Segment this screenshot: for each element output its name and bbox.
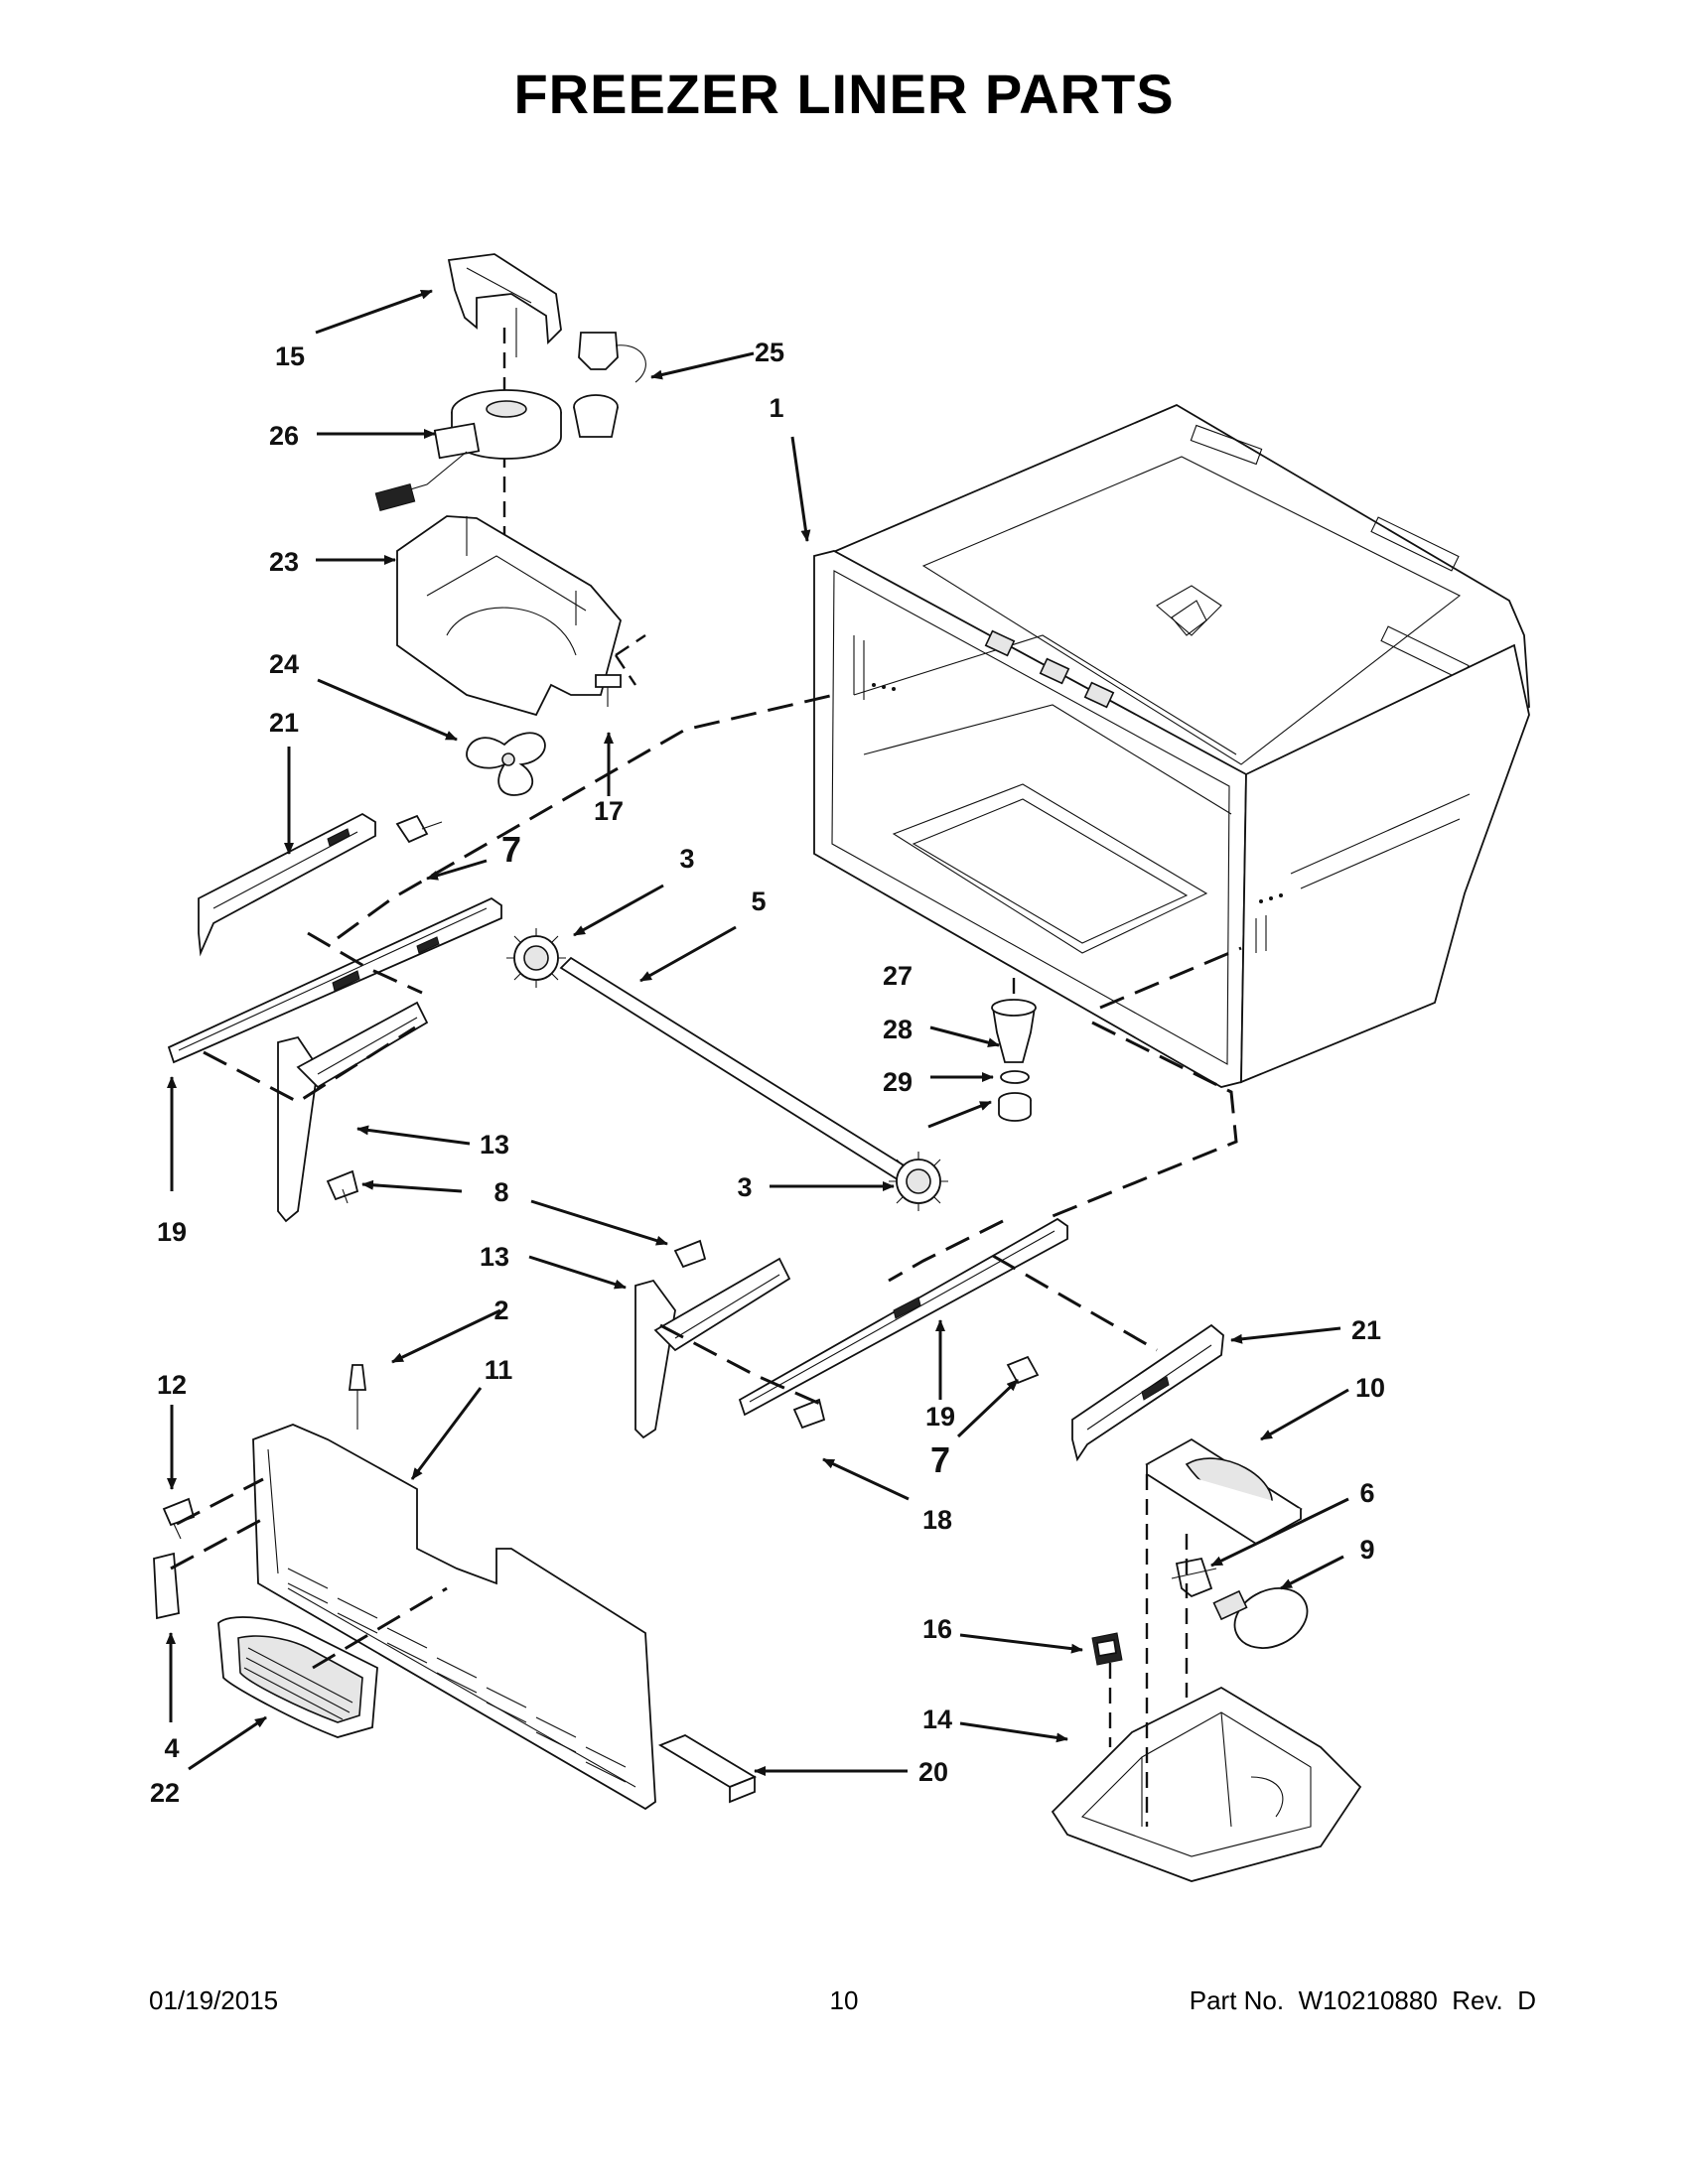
rear-panel-assembly: [153, 1364, 758, 1811]
callout-25: 25: [755, 338, 784, 367]
callout-17: 17: [594, 796, 624, 826]
callout-4: 4: [164, 1733, 179, 1763]
callout-6: 6: [1359, 1478, 1374, 1508]
callout-21-right: 21: [1351, 1315, 1381, 1345]
callout-29: 29: [883, 1067, 913, 1097]
callout-18: 18: [922, 1505, 952, 1535]
callout-15: 15: [275, 341, 305, 371]
footer-part-number: Part No. W10210880 Rev. D: [1189, 1985, 1536, 2015]
callout-14: 14: [922, 1705, 952, 1734]
callout-10: 10: [1355, 1373, 1385, 1403]
page-title: FREEZER LINER PARTS: [513, 63, 1175, 125]
callout-12: 12: [157, 1370, 187, 1400]
light-assembly: [1051, 1437, 1362, 1882]
callout-23: 23: [269, 547, 299, 577]
callout-24: 24: [269, 649, 299, 679]
callout-13-right: 13: [480, 1242, 509, 1272]
callout-3-left: 3: [679, 844, 694, 874]
freezer-liner-part: [813, 403, 1530, 1088]
callout-21-left: 21: [269, 708, 299, 738]
callout-5: 5: [751, 887, 766, 916]
footer-page-number: 10: [829, 1985, 859, 2015]
callout-19-right: 19: [925, 1402, 955, 1432]
callout-3-right: 3: [737, 1172, 752, 1202]
leader-arrows: [166, 289, 1349, 1776]
callout-11: 11: [485, 1355, 513, 1385]
footer-date: 01/19/2015: [149, 1985, 279, 2015]
dashed-center-lines: [170, 693, 1242, 1670]
callout-28: 28: [883, 1015, 913, 1044]
callout-13-left: 13: [480, 1130, 509, 1160]
callout-22: 22: [150, 1778, 180, 1808]
callout-7-right: 7: [930, 1439, 950, 1480]
fan-assembly: [374, 253, 646, 796]
callout-labels: 1 15 25 26 23 24 21 17 7 3 5 27 28 29 13…: [150, 338, 1385, 1808]
callout-16: 16: [922, 1614, 952, 1644]
callout-19-left: 19: [157, 1217, 187, 1247]
right-slide-assembly: [634, 1152, 1224, 1462]
callout-20: 20: [918, 1757, 948, 1787]
left-slide-assembly: [167, 812, 915, 1223]
callout-1: 1: [769, 393, 783, 423]
callout-26: 26: [269, 421, 299, 451]
pivot-parts: [991, 978, 1037, 1122]
callout-9: 9: [1359, 1535, 1374, 1565]
callout-7-left: 7: [501, 829, 521, 870]
callout-27: 27: [883, 961, 913, 991]
callout-2: 2: [493, 1296, 508, 1325]
callout-8: 8: [493, 1177, 508, 1207]
